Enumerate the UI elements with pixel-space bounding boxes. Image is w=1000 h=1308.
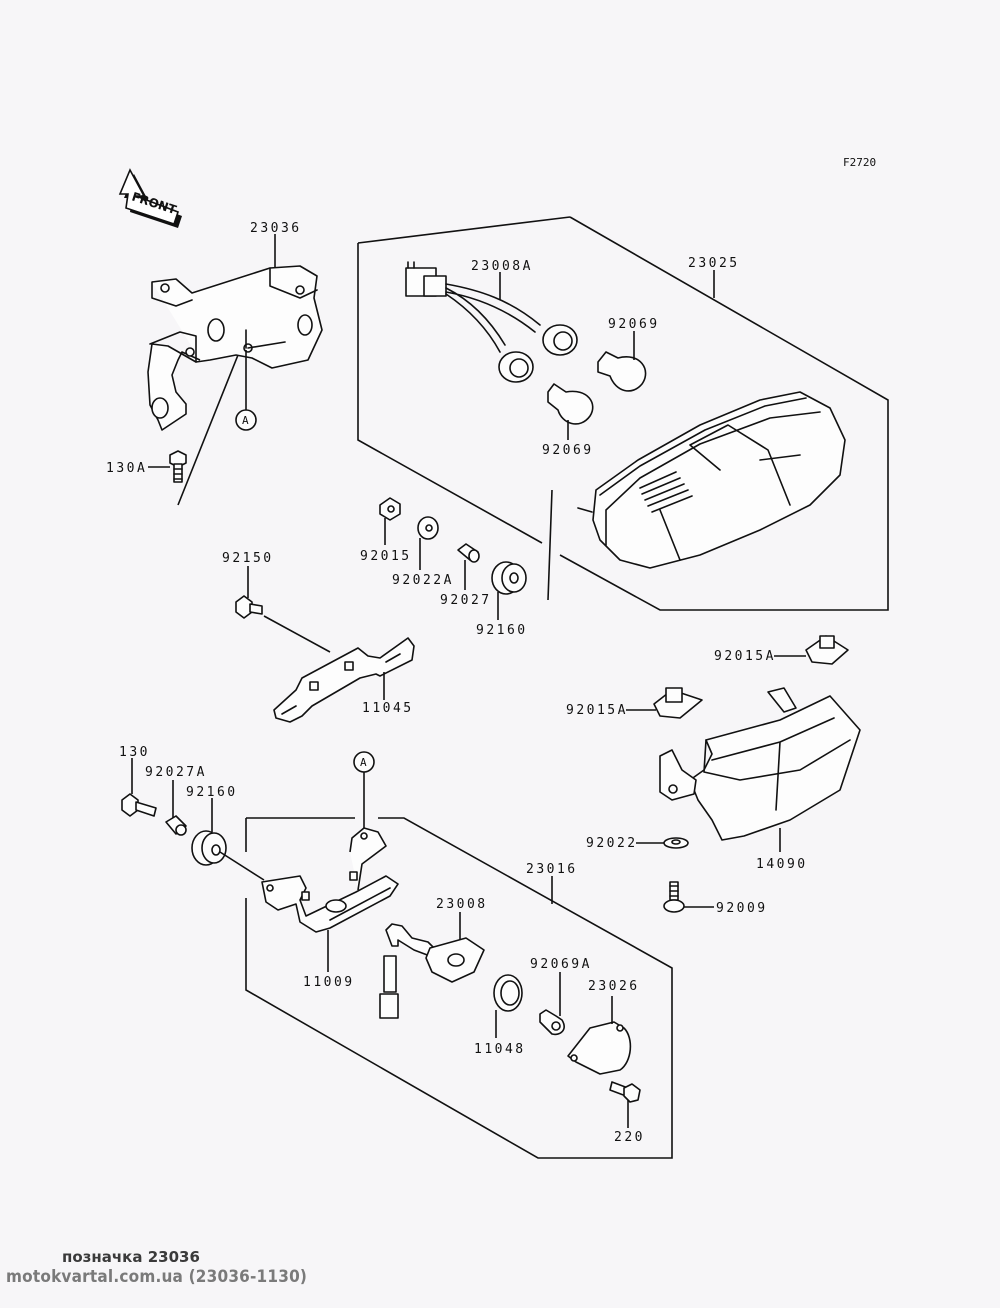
label-23026: 23026 bbox=[588, 979, 640, 994]
part-11009-gasket[interactable] bbox=[493, 974, 523, 1012]
part-23025-tail-light[interactable] bbox=[577, 391, 846, 569]
reference-marker-a-top bbox=[235, 409, 257, 431]
label-92027A: 92027A bbox=[145, 765, 207, 780]
label-92150: 92150 bbox=[222, 551, 274, 566]
label-92022: 92022 bbox=[586, 836, 638, 851]
label-130A: 130A bbox=[106, 461, 147, 476]
part-92069A-bulb[interactable] bbox=[539, 1009, 565, 1036]
reference-a-top-label: A bbox=[242, 414, 249, 427]
part-92160-damper-lower[interactable] bbox=[191, 830, 227, 866]
label-92009: 92009 bbox=[716, 901, 768, 916]
part-92027-collar[interactable] bbox=[457, 543, 480, 563]
label-14090: 14090 bbox=[756, 857, 808, 872]
label-92069-upper: 92069 bbox=[608, 317, 660, 332]
figure-code: F2720 bbox=[843, 156, 876, 169]
part-92069-bulb-upper[interactable] bbox=[597, 351, 647, 392]
part-130A-bolt[interactable] bbox=[169, 450, 187, 483]
label-11009: 11048 bbox=[474, 1042, 526, 1057]
label-11048: 11009 bbox=[303, 975, 355, 990]
label-23025: 23025 bbox=[688, 256, 740, 271]
part-23008-socket[interactable] bbox=[379, 923, 485, 1019]
label-92022A: 92022A bbox=[392, 573, 454, 588]
label-92069-lower: 92069 bbox=[542, 443, 594, 458]
part-92022-washer[interactable] bbox=[663, 837, 689, 849]
part-11045-bracket[interactable] bbox=[273, 637, 415, 723]
part-92027A-collar[interactable] bbox=[165, 815, 187, 836]
part-92022A-washer[interactable] bbox=[417, 516, 439, 540]
part-23036-bracket[interactable] bbox=[147, 234, 323, 431]
part-92009-screw[interactable] bbox=[663, 881, 685, 913]
label-130: 130 bbox=[119, 745, 150, 760]
label-23008: 23008 bbox=[436, 897, 488, 912]
label-92015A-lower: 92015A bbox=[566, 703, 628, 718]
label-92160-upper: 92160 bbox=[476, 623, 528, 638]
front-arrow-icon: FRONT bbox=[118, 168, 182, 228]
part-92160-damper-upper[interactable] bbox=[491, 561, 527, 595]
part-130-bolt[interactable] bbox=[121, 793, 157, 817]
footer-site-link[interactable]: motokvartal.com.ua (23036-1130) bbox=[6, 1267, 308, 1287]
part-92150-bolt[interactable] bbox=[235, 595, 263, 619]
part-23008A-harness[interactable] bbox=[405, 261, 578, 383]
label-11045: 11045 bbox=[362, 701, 414, 716]
label-23036: 23036 bbox=[250, 221, 302, 236]
part-92015A-clip-lower[interactable] bbox=[653, 687, 703, 719]
label-92160-lower: 92160 bbox=[186, 785, 238, 800]
part-23026-lens[interactable] bbox=[567, 1021, 632, 1075]
label-92015A-upper: 92015A bbox=[714, 649, 776, 664]
label-23008A: 23008A bbox=[471, 259, 533, 274]
reference-a-bottom-label: A bbox=[360, 756, 367, 769]
footer-title: позначка 23036 bbox=[62, 1248, 200, 1266]
label-92027: 92027 bbox=[440, 593, 492, 608]
label-23016: 23016 bbox=[526, 862, 578, 877]
part-220-screw[interactable] bbox=[609, 1081, 641, 1103]
part-92015-nut[interactable] bbox=[379, 497, 401, 521]
label-92069A: 92069A bbox=[530, 957, 592, 972]
label-220: 220 bbox=[614, 1130, 645, 1145]
part-92069-bulb-lower[interactable] bbox=[547, 383, 594, 425]
part-14090-rear-cover[interactable] bbox=[659, 687, 861, 841]
part-11048-bracket[interactable] bbox=[261, 827, 399, 933]
part-92015A-clip-upper[interactable] bbox=[805, 635, 849, 665]
label-92015: 92015 bbox=[360, 549, 412, 564]
